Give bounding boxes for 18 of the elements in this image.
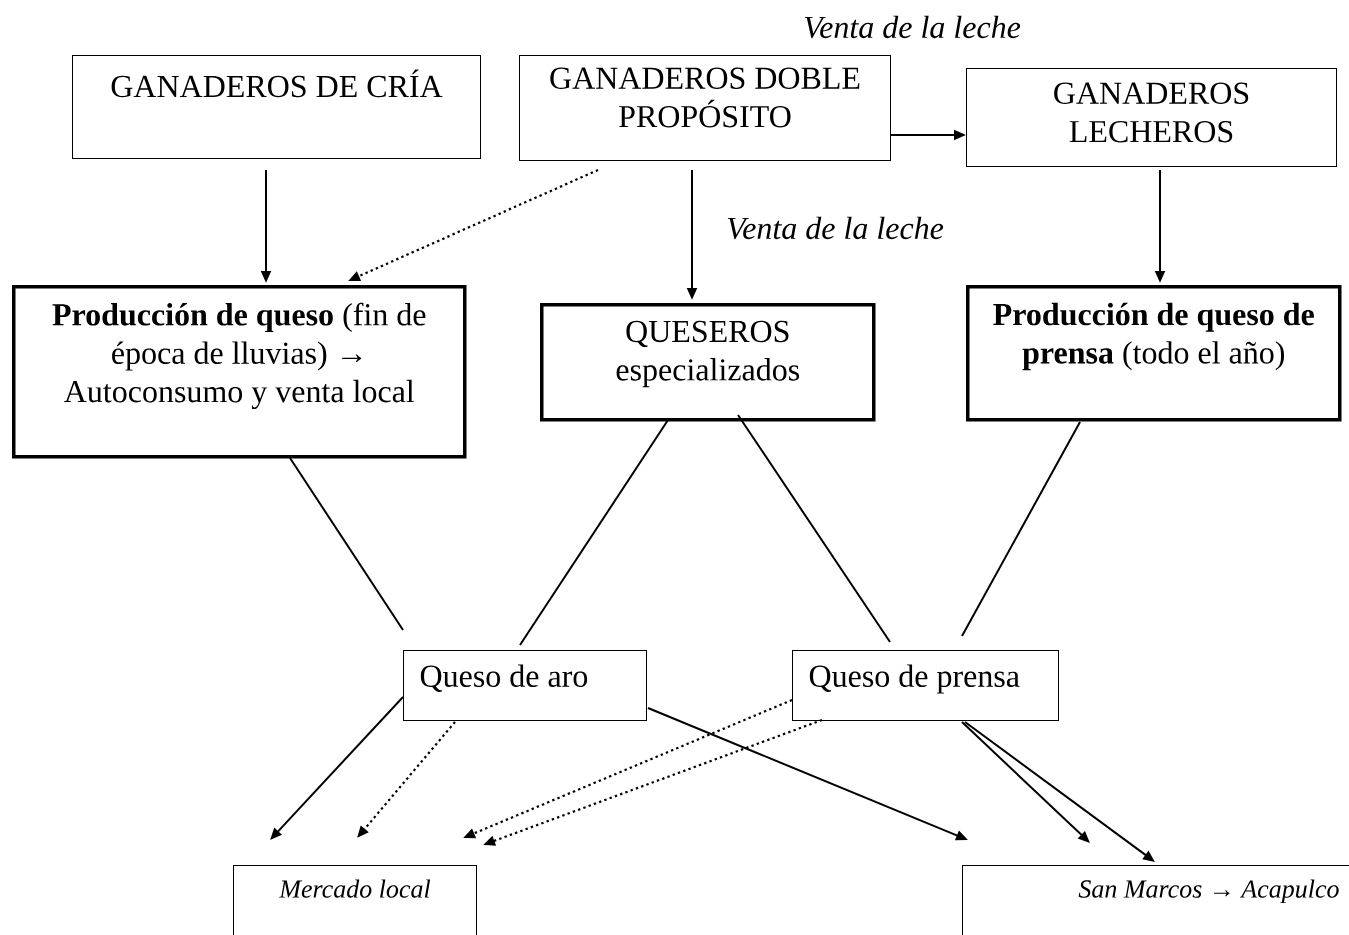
arrow [270, 696, 404, 840]
connector-line [737, 414, 891, 643]
market-box: San Marcos → Acapulco [962, 865, 1349, 935]
connector-line [961, 421, 1081, 637]
cheese-box: Queso de prensa [792, 650, 1059, 721]
production-box: Producción de queso de prensa (todo el año) [966, 285, 1342, 422]
edge-label: Venta de la leche [724, 214, 946, 242]
producer-box: GANADEROS DOBLE PROPÓSITO [519, 55, 891, 161]
production-box: Producción de queso (fin de época de lluvias) → Autoconsumo y venta local [12, 285, 467, 459]
edge-label: Venta de la leche [801, 13, 1023, 41]
connector-line [519, 419, 669, 646]
cheesemaker-box: QUESEROS especializados [540, 303, 876, 422]
market-box: Mercado local [233, 865, 477, 935]
connector-line [289, 457, 404, 631]
producer-box: GANADEROS LECHEROS [966, 68, 1337, 167]
arrow [961, 721, 1090, 843]
cheese-box: Queso de aro [403, 650, 647, 721]
producer-box: GANADEROS DE CRÍA [72, 55, 481, 159]
